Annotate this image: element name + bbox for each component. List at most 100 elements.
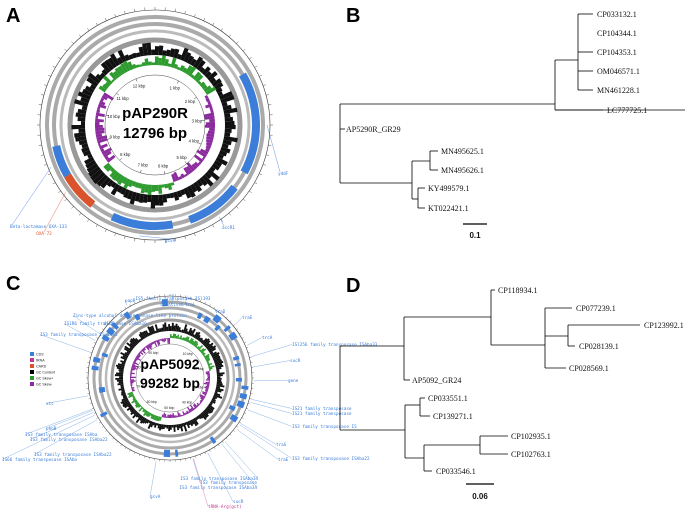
gc-skew-bar <box>199 394 206 398</box>
panel-b-label: B <box>346 5 360 27</box>
tree-tip-label: AP5290R_GR29 <box>346 125 401 134</box>
gc-content-bar <box>207 345 214 351</box>
gc-content-bar <box>162 50 167 56</box>
gc-skew-bar <box>173 63 179 69</box>
kbp-tick <box>163 171 165 175</box>
gc-content-bar <box>130 338 138 346</box>
ring-tick <box>87 28 90 31</box>
gc-skew-bar <box>207 375 210 377</box>
cds-block <box>106 326 116 336</box>
cds-block <box>98 386 106 393</box>
gc-skew-bar <box>98 100 106 106</box>
gc-content-bar <box>162 424 166 430</box>
gc-skew-bar <box>209 369 211 372</box>
gc-skew-bar <box>179 64 185 72</box>
ring-tick <box>204 301 206 304</box>
kbp-tick <box>135 78 138 82</box>
gc-content-bar <box>183 187 192 199</box>
gc-content-bar <box>71 125 86 130</box>
gc-skew-bar <box>148 343 153 348</box>
gc-content-bar <box>201 411 208 419</box>
gc-skew-bar <box>128 392 134 397</box>
gc-content-bar <box>127 404 132 408</box>
gc-content-bar <box>147 326 153 336</box>
tree-tip-label: CP028139.1 <box>579 342 619 351</box>
gc-skew-bar <box>135 401 139 405</box>
gene-leader <box>139 235 171 240</box>
ring-tick <box>222 313 224 315</box>
gene-label: IS3 family transposase ISAba34 <box>180 476 258 482</box>
gc-content-bar <box>84 85 95 94</box>
gc-skew-bar <box>205 379 210 381</box>
ring-tick <box>262 84 266 86</box>
ring-tick <box>242 198 246 202</box>
ring-tick <box>112 316 115 319</box>
gc-content-bar <box>123 188 130 199</box>
ring-tick <box>229 433 232 436</box>
gc-skew-bar <box>207 362 210 365</box>
gc-skew-bar <box>173 171 180 182</box>
gc-skew-bar <box>138 406 144 412</box>
gc-skew-bar <box>102 75 113 85</box>
gc-content-bar <box>152 422 156 426</box>
gene-leader <box>193 458 209 507</box>
backbone-ring <box>110 318 230 438</box>
kbp-tick-label: 5 kbp <box>176 155 187 160</box>
gc-content-bar <box>215 387 224 392</box>
gene-leader <box>224 441 259 479</box>
gc-content-bar <box>166 326 169 332</box>
gc-skew-bar <box>186 161 196 172</box>
gc-content-bar <box>166 424 169 429</box>
phylogenetic-tree-d: CP118934.1CP077239.1CP123992.1CP028139.1… <box>339 286 684 476</box>
gc-content-bar <box>75 135 87 142</box>
gc-content-bar <box>162 194 168 203</box>
ring-tick <box>174 238 176 242</box>
gc-content-bar <box>212 354 220 359</box>
gc-content-bar <box>170 424 172 430</box>
gc-skew-bar <box>142 407 145 410</box>
ring-tick <box>120 444 122 447</box>
gc-skew-bar <box>170 334 172 339</box>
gc-content-bar <box>160 424 164 430</box>
ring-tick <box>52 65 56 68</box>
gc-content-bar <box>186 55 195 65</box>
gc-skew-bar <box>203 85 212 93</box>
gc-skew-bar <box>187 339 190 343</box>
gc-content-bar <box>120 360 126 364</box>
gc-skew-bar <box>207 100 212 105</box>
gc-skew-bar <box>109 167 115 173</box>
gc-skew-bar <box>130 372 135 375</box>
scale-bar-b-label: 0.1 <box>469 231 481 240</box>
ring-tick <box>124 306 127 309</box>
gc-skew-bar <box>161 338 164 342</box>
gc-content-bar <box>202 410 210 418</box>
gc-skew-bar <box>167 182 173 191</box>
legend-swatch <box>30 370 34 374</box>
gc-content-bar <box>158 423 162 431</box>
ring-tick <box>242 48 246 52</box>
gc-content-bar <box>128 54 134 60</box>
cds-block <box>92 356 101 364</box>
gene-leader <box>149 460 157 497</box>
cds-block <box>212 314 222 324</box>
gc-content-bar <box>138 339 142 342</box>
gc-skew-bar <box>207 378 210 380</box>
gc-skew-bar <box>204 125 215 129</box>
gc-content-bar <box>138 46 145 57</box>
gc-skew-bar <box>205 121 215 125</box>
gc-skew-bar <box>164 338 167 342</box>
gc-skew-bar <box>101 95 108 101</box>
gc-content-bar <box>216 371 220 374</box>
gc-skew-bar <box>204 95 209 100</box>
gc-content-bar <box>206 342 214 350</box>
gc-content-bar <box>176 53 182 60</box>
gc-content-bar <box>169 192 175 199</box>
gc-skew-bar <box>130 384 133 387</box>
ring-tick <box>95 224 98 228</box>
ring-tick <box>247 403 250 405</box>
gc-skew-bar <box>205 144 212 150</box>
gc-skew-bar <box>156 416 159 422</box>
gc-content-bar <box>120 384 124 387</box>
gc-skew-bar <box>168 338 170 344</box>
